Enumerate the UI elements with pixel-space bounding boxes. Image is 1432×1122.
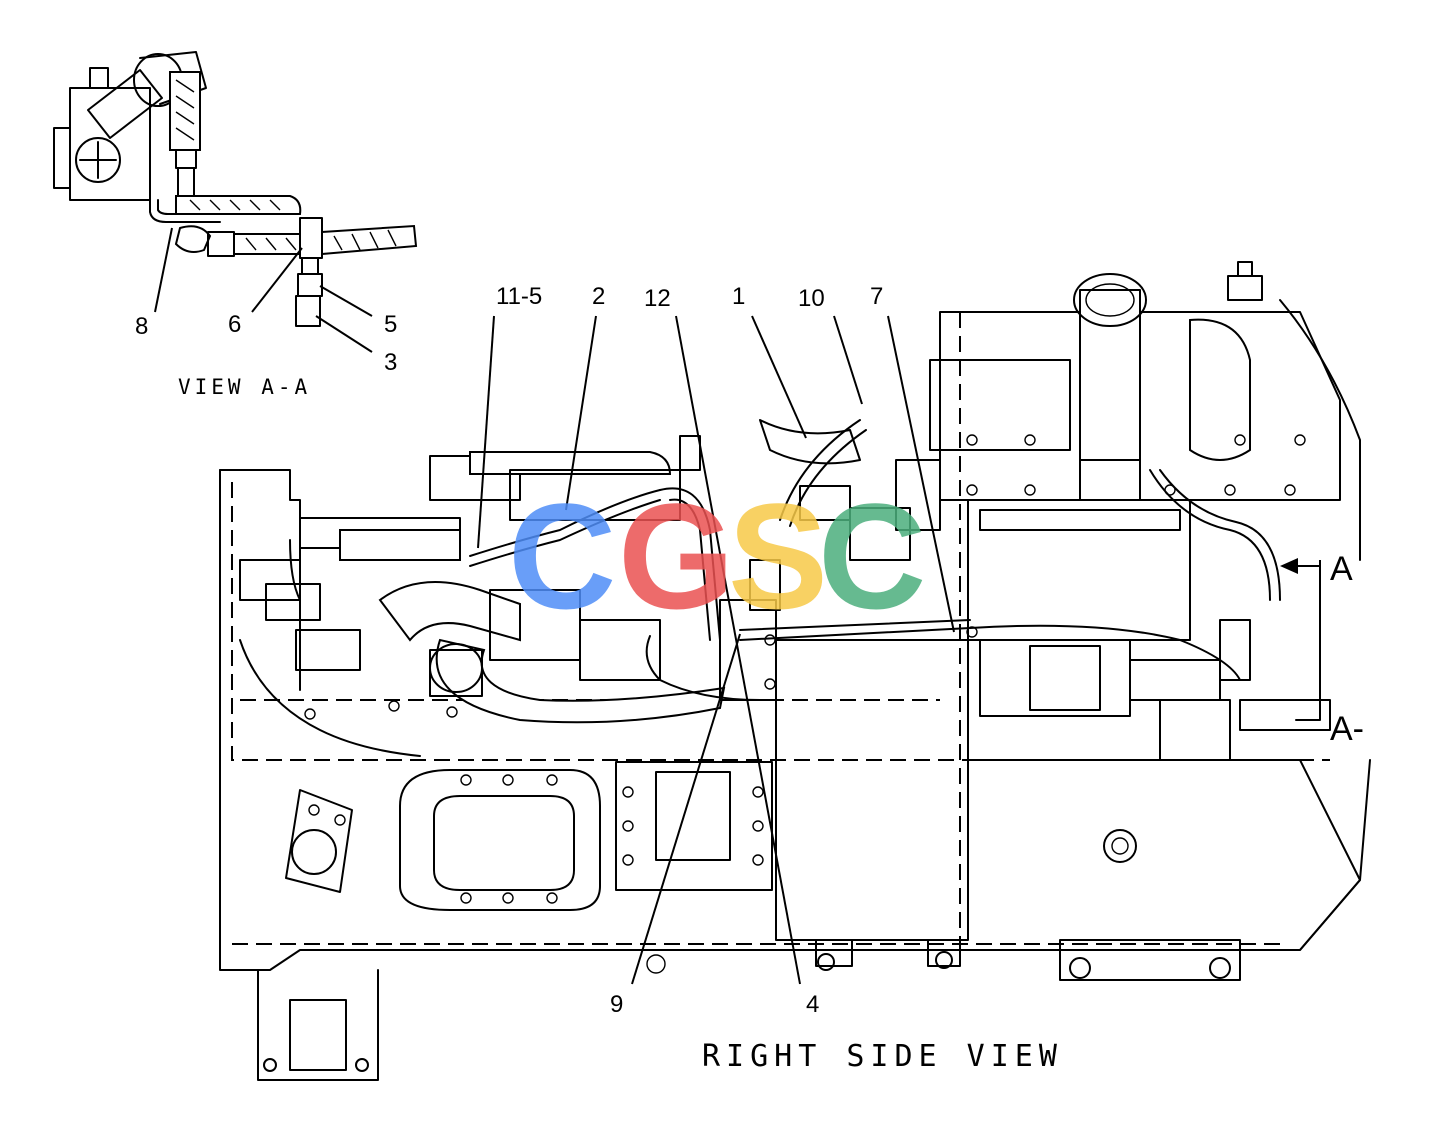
detail-view-a-a	[53, 51, 418, 353]
watermark-letter-1: C	[508, 472, 616, 640]
callout-1: 1	[732, 283, 745, 310]
main-engine-assembly	[219, 261, 1371, 1081]
leader-lines	[477, 315, 955, 985]
callout-5: 5	[384, 311, 397, 338]
section-marker	[1280, 558, 1321, 721]
callout-12: 12	[644, 285, 671, 312]
watermark-letter-3: S	[728, 472, 828, 640]
section-marker-label-bottom: A-	[1330, 710, 1364, 748]
callout-6: 6	[228, 311, 241, 338]
callout-7: 7	[870, 283, 883, 310]
callout-2: 2	[592, 283, 605, 310]
callout-8: 8	[135, 313, 148, 340]
callout-10: 10	[798, 285, 825, 312]
callout-9: 9	[610, 991, 623, 1018]
callout-11-5: 11-5	[496, 283, 542, 310]
callout-3: 3	[384, 349, 397, 376]
detail-view-title: VIEW A-A	[178, 375, 311, 399]
main-view-title: RIGHT SIDE VIEW	[702, 1039, 1063, 1074]
watermark-letter-4: C	[818, 472, 926, 640]
watermark-logo: C G S C	[508, 472, 926, 640]
callout-4: 4	[806, 991, 819, 1018]
section-marker-label-top: A	[1330, 550, 1353, 588]
watermark-letter-2: G	[618, 472, 735, 640]
